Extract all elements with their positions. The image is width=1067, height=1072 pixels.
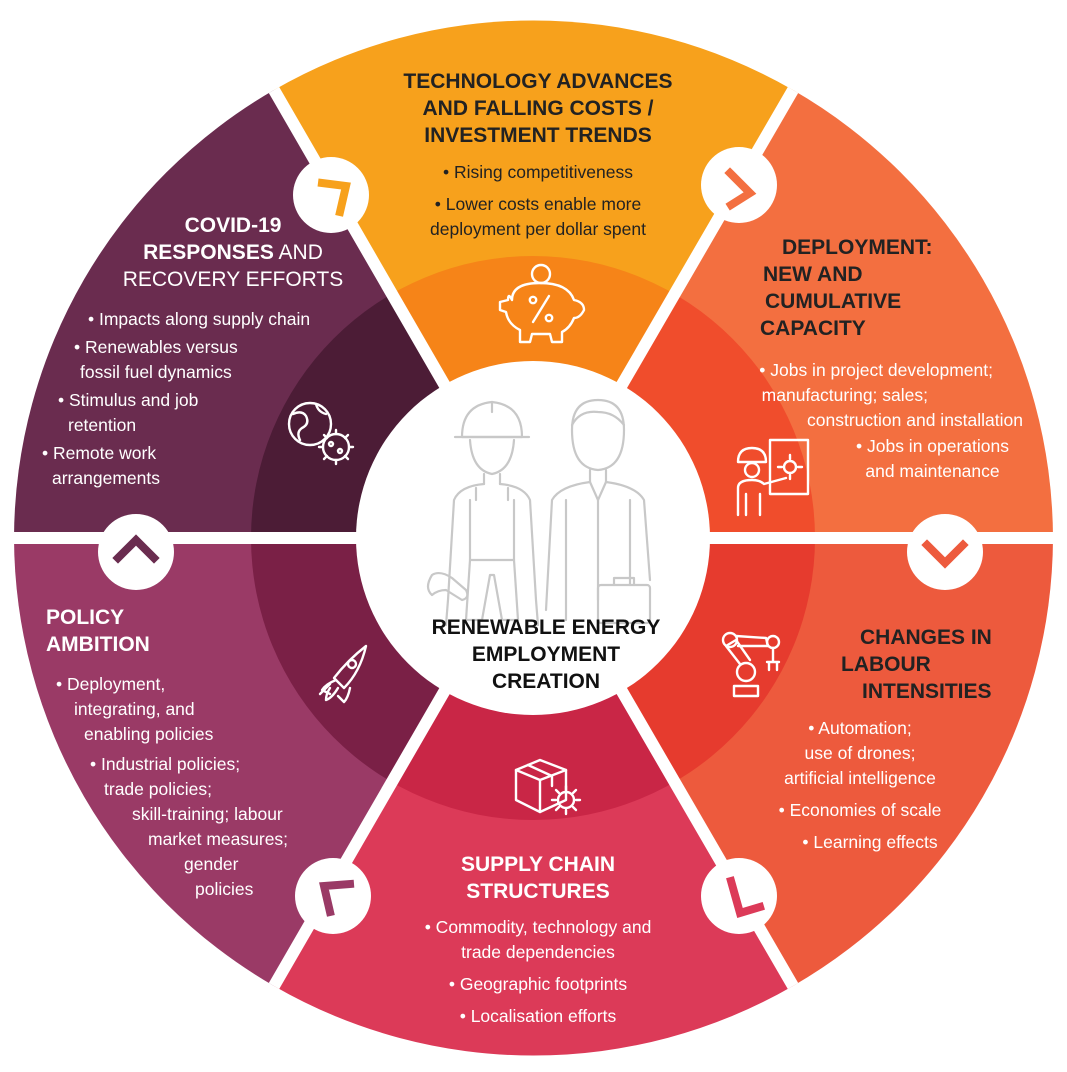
globe-virus-icon (287, 401, 355, 466)
chevron-icon (112, 534, 160, 564)
center-title: RENEWABLE ENERGY EMPLOYMENT CREATION (431, 616, 661, 693)
chevron-icon (724, 167, 757, 211)
inner-ring-covid (251, 256, 533, 538)
segment-labour-bullet: • Automation; use of drones; artificial … (784, 718, 936, 788)
segment-policy-bullet: • Industrial policies; trade policies; s… (90, 754, 289, 899)
segment-deployment-title: DEPLOYMENT: NEW AND CUMULATIVE CAPACITY (760, 236, 933, 340)
segment-covid-bullets: • Impacts along supply chain • Renewable… (36, 307, 356, 491)
segment-labour-bullet: • Economies of scale (778, 800, 942, 820)
chevron-icon (726, 876, 765, 919)
male-worker-icon (544, 398, 652, 625)
segment-deployment-bullet: • Jobs in project development; manufactu… (759, 360, 1023, 430)
segment-deployment-bullet: • Jobs in operations and maintenance (855, 436, 1010, 481)
segment-labour-bullet: • Learning effects (802, 832, 938, 852)
segment-policy-bullets: • Deployment, integrating, and enabling … (48, 672, 348, 902)
segment-supply-chain-bullet: • Localisation efforts (459, 1006, 617, 1026)
connector-supply-policy (295, 858, 371, 934)
robotic-arm-icon (721, 631, 781, 698)
segment-supply-chain-title: SUPPLY CHAIN STRUCTURES (460, 853, 616, 903)
segment-covid-title: COVID-19 RESPONSES AND RECOVERY EFFORTS (122, 214, 344, 291)
connector-covid-technology (293, 157, 369, 233)
connector-policy-covid (98, 514, 174, 590)
inner-ring-deployment (533, 256, 815, 538)
rocket-icon (318, 644, 368, 704)
female-worker-icon (426, 400, 540, 627)
segment-covid-bullet: • Impacts along supply chain (88, 309, 311, 329)
chevron-icon (921, 539, 969, 569)
segment-covid-bullet: • Stimulus and job retention (58, 390, 199, 435)
segment-technology-text: TECHNOLOGY ADVANCES AND FALLING COSTS / … (353, 68, 723, 242)
segment-technology-title: TECHNOLOGY ADVANCES AND FALLING COSTS / … (403, 70, 673, 147)
connector-labour-supply (701, 858, 777, 934)
piggy-bank-percent-icon (498, 263, 586, 344)
segment-covid-bullet: • Renewables versus fossil fuel dynamics (74, 337, 238, 382)
segment-deployment-bullets: • Jobs in project development; manufactu… (700, 358, 1025, 484)
chevron-icon (319, 879, 355, 917)
segment-policy-title: POLICY AMBITION (46, 606, 150, 656)
segment-supply-chain-text: SUPPLY CHAIN STRUCTURES • Commodity, tec… (383, 851, 693, 1029)
segment-labour-title: CHANGES IN LABOUR INTENSITIES (841, 626, 992, 703)
segment-technology-bullet: • Lower costs enable more deployment per… (430, 194, 646, 239)
package-gear-icon (514, 758, 582, 816)
segment-covid-bullet: • Remote work arrangements (42, 443, 160, 488)
engineer-presentation-icon (736, 438, 810, 517)
inner-ring-policy (251, 538, 533, 820)
connector-technology-deployment (701, 147, 777, 223)
segment-supply-chain-bullet: • Commodity, technology and trade depend… (424, 917, 652, 962)
segment-policy-bullet: • Deployment, integrating, and enabling … (56, 674, 214, 744)
inner-ring-labour (533, 538, 815, 820)
segment-labour-bullets: • Automation; use of drones; artificial … (745, 716, 975, 855)
segment-supply-chain-bullet: • Geographic footprints (448, 974, 628, 994)
segment-technology-bullet: • Rising competitiveness (443, 162, 633, 182)
connector-deployment-labour (907, 514, 983, 590)
chevron-icon (317, 178, 351, 217)
